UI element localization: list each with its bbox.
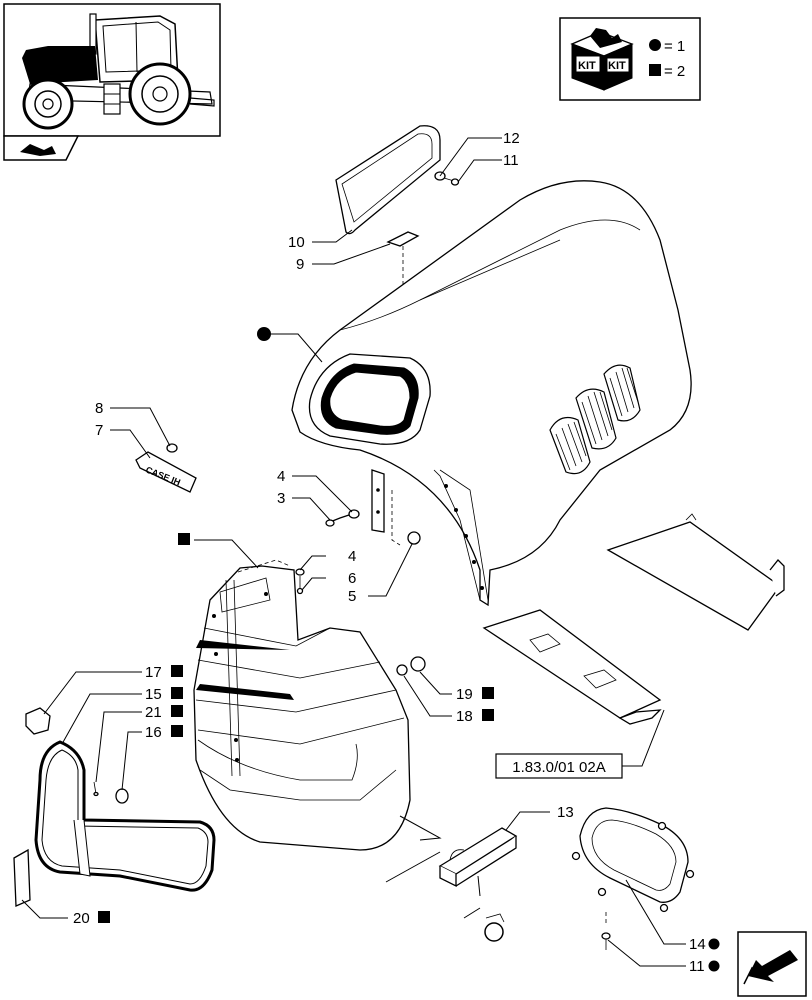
part-19-grommet[interactable] — [410, 656, 426, 672]
part-9-pad[interactable] — [386, 231, 420, 247]
part-4-6-screw[interactable] — [295, 568, 305, 595]
part-16-nut[interactable] — [115, 788, 129, 804]
part-floor-plates[interactable] — [482, 513, 785, 725]
callout-16-square-icon — [171, 725, 183, 737]
next-page-button[interactable] — [737, 931, 807, 997]
part-21-screw[interactable] — [93, 781, 99, 797]
callout-3: 3 — [277, 490, 285, 507]
callout-11-circle-icon — [708, 960, 720, 972]
callout-17: 17 — [145, 664, 162, 681]
kit-text-left: KIT — [578, 60, 596, 72]
callout-16: 16 — [145, 724, 162, 741]
part-11-12-bolt[interactable] — [434, 171, 460, 186]
callout-4-upper: 4 — [277, 468, 285, 485]
leader-lines — [21, 137, 686, 967]
callout-7: 7 — [95, 422, 103, 439]
callout-14-circle-icon — [708, 938, 720, 950]
callout-15: 15 — [145, 686, 162, 703]
part-18-grommet[interactable] — [396, 664, 408, 676]
part-13-bracket[interactable] — [385, 815, 518, 919]
callout-10: 10 — [288, 234, 305, 251]
kit-legend-box: KIT KIT = 1 = 2 — [559, 17, 701, 101]
callout-11-top: 11 — [503, 152, 519, 169]
part-11-screw[interactable] — [601, 912, 611, 950]
callout-8: 8 — [95, 400, 103, 417]
part-20-plate[interactable] — [13, 848, 31, 907]
callout-20-square-icon — [98, 911, 110, 923]
callout-15-square-icon — [171, 687, 183, 699]
callout-19: 19 — [456, 686, 473, 703]
kit-box-icon: KIT KIT — [570, 28, 634, 91]
legend-circle-text: = 1 — [664, 38, 685, 55]
tractor-thumbnail-icon — [22, 13, 215, 130]
callout-11-lower: 11 — [689, 958, 705, 975]
part-hood[interactable] — [291, 180, 692, 607]
legend-square-icon — [649, 64, 661, 76]
part-7-logo[interactable]: CASE IH — [135, 451, 197, 493]
callout-13: 13 — [557, 804, 574, 821]
part-15-frame[interactable] — [34, 740, 216, 892]
part-8-clip[interactable] — [166, 443, 178, 453]
callout-19-square-icon — [482, 687, 494, 699]
next-page-arrow-icon — [743, 950, 798, 985]
callout-18-square-icon — [482, 709, 494, 721]
part-5-grommet[interactable] — [407, 531, 421, 545]
legend-circle-icon — [649, 39, 661, 51]
callout-6: 6 — [348, 570, 356, 587]
callout-9: 9 — [296, 256, 304, 273]
callout-12: 12 — [503, 130, 520, 147]
callout-hood-circle-icon — [257, 327, 271, 341]
tractor-thumbnail[interactable] — [3, 3, 221, 137]
kit-text-right: KIT — [608, 60, 626, 72]
callout-4-lower: 4 — [348, 548, 356, 565]
callout-5: 5 — [348, 588, 356, 605]
callout-20: 20 — [73, 910, 90, 927]
callout-21-square-icon — [171, 705, 183, 717]
callout-18: 18 — [456, 708, 473, 725]
hood-vents — [549, 364, 641, 475]
callout-labels: 12 11 10 9 8 7 4 3 4 6 5 17 15 21 16 19 … — [73, 130, 720, 975]
part-17-clip[interactable] — [25, 707, 51, 735]
reference-text: 1.83.0/01 02A — [512, 759, 605, 776]
hood-bracket[interactable] — [371, 469, 401, 546]
callout-17-square-icon — [171, 665, 183, 677]
part-13-clip[interactable] — [484, 913, 505, 942]
part-front-grille[interactable] — [193, 559, 411, 851]
part-14-frame[interactable] — [571, 807, 695, 913]
callout-21: 21 — [145, 704, 162, 721]
part-3-4-bolt[interactable] — [325, 509, 360, 527]
callout-grille-square-icon — [178, 533, 190, 545]
callout-14: 14 — [689, 936, 706, 953]
tractor-nav-icon[interactable] — [3, 135, 80, 161]
legend-square-text: = 2 — [664, 63, 685, 80]
reference-link[interactable]: 1.83.0/01 02A — [495, 709, 665, 779]
part-10-panel[interactable] — [335, 125, 441, 235]
